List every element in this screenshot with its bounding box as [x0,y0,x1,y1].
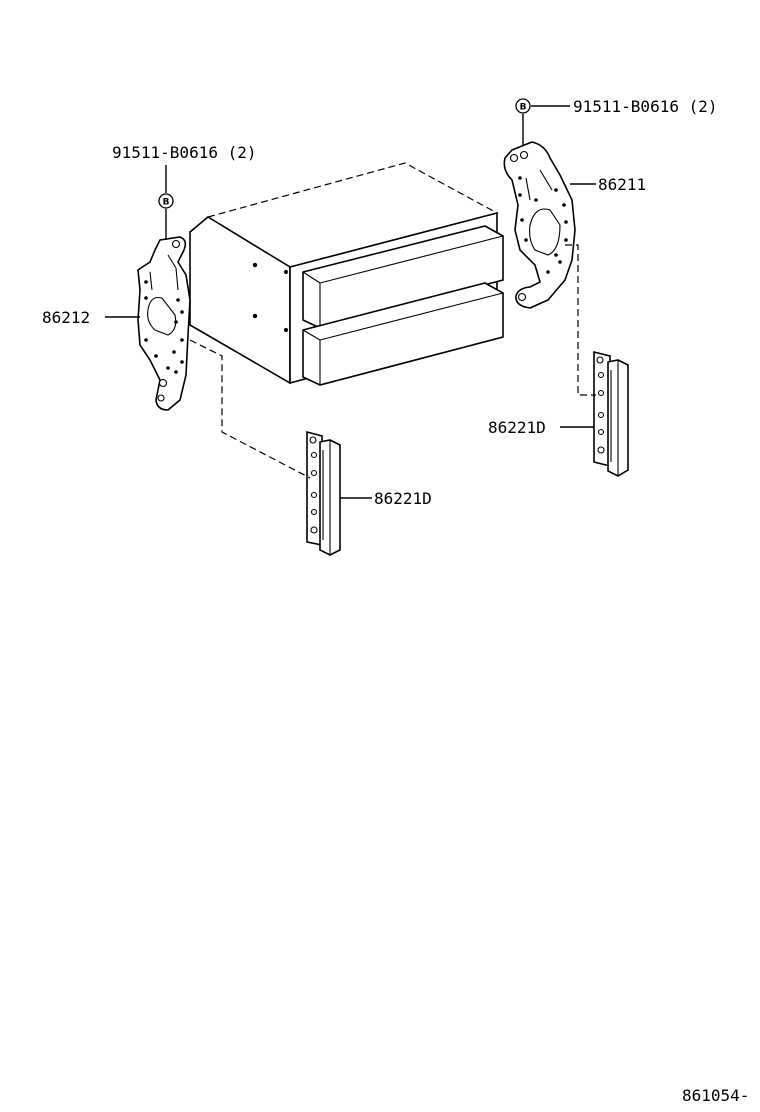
callout-panel-left: 86221D [374,489,432,508]
right-bracket [503,141,576,309]
bolt-symbol-right: B [515,98,570,146]
callout-bolt-left: 91511-B0616 (2) [112,143,257,162]
figure-number: 861054- [682,1086,749,1105]
bolt-symbol-right-letter: B [520,103,527,113]
bolt-symbol-left-letter: B [163,198,170,208]
bolt-symbol-left: B [158,165,174,240]
audio-unit-box [189,162,504,386]
right-face-panel [593,350,629,477]
callout-bolt-right: 91511-B0616 (2) [573,97,718,116]
left-face-panel [306,430,341,556]
left-bracket [137,236,191,411]
leader-lines [105,183,596,499]
callout-bracket-right: 86211 [598,175,646,194]
callout-panel-right: 86221D [488,418,546,437]
assembly-lines [189,244,596,479]
callout-bracket-left: 86212 [42,308,90,327]
